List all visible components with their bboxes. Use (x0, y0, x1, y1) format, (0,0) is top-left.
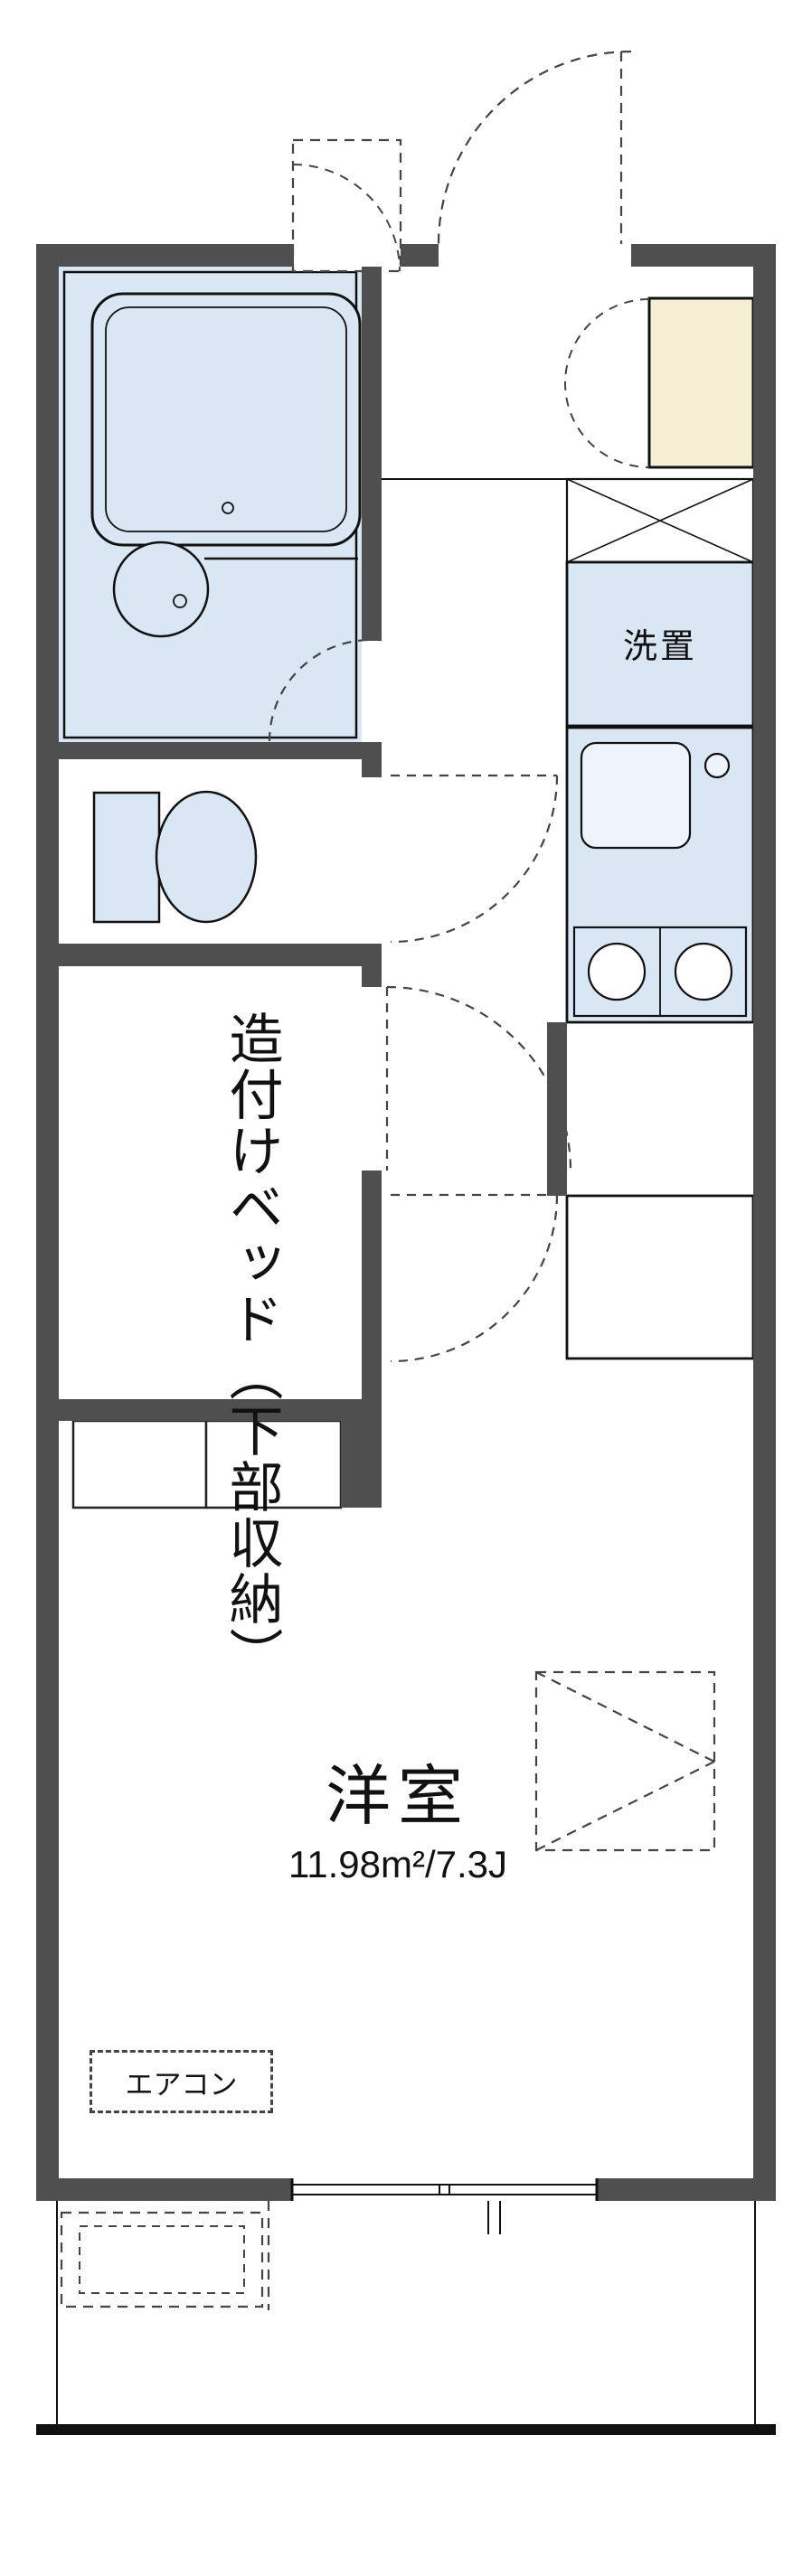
wall-segment-right (753, 244, 776, 2201)
balcony-railing (36, 2424, 776, 2435)
storage-counter (565, 1194, 755, 1360)
wall-partition (362, 1170, 382, 1421)
wall-partition (362, 742, 382, 777)
entrance (291, 50, 755, 480)
wall-segment-top (401, 244, 439, 267)
stove (572, 926, 748, 1018)
wall-partition (362, 944, 382, 987)
tub-drain (222, 502, 234, 514)
burner (587, 942, 647, 1001)
bedroom-door-arc (386, 985, 572, 1171)
interior-doors (385, 774, 572, 1363)
toilet-door-arc (390, 775, 559, 944)
main-room-label: 洋室 (325, 1760, 470, 1833)
evacuation-hatch-inner (79, 2225, 245, 2294)
closet-dashed (534, 1670, 716, 1852)
kitchen-sink (580, 741, 692, 850)
balcony (36, 2201, 776, 2435)
wall-segment-top (631, 244, 776, 267)
wall-segment-left (36, 244, 59, 2201)
wall-partition (362, 267, 382, 641)
wall-partition (59, 742, 362, 759)
evacuation-hatch (60, 2211, 264, 2308)
shoe-cabinet (647, 296, 755, 469)
kitchen-counter (565, 726, 755, 1024)
aircon-label: エアコン (90, 2050, 273, 2113)
wash-basin (112, 541, 210, 638)
main-room-size-label: 11.98m²/7.3J (288, 1843, 507, 1885)
mainroom-door-arc (390, 1194, 559, 1363)
wall-partition (59, 944, 362, 966)
bathroom-door-arc (268, 638, 372, 742)
wall-segment-top (36, 244, 294, 267)
wall-segment-bottom (36, 2178, 292, 2201)
duct-box (565, 477, 755, 564)
wall-partition (341, 1421, 382, 1508)
laundry-space-label: 洗置 (622, 628, 697, 666)
toilet-bowl (155, 790, 258, 924)
basin-drain (173, 594, 187, 608)
wall-partition (59, 1399, 382, 1421)
faucet (703, 752, 731, 779)
bathtub (90, 292, 362, 547)
bed-storage-box (71, 1419, 208, 1509)
wall-segment-bottom (597, 2178, 776, 2201)
toilet-tank (92, 791, 161, 924)
bathroom (59, 267, 372, 743)
window-sliding (290, 2178, 599, 2234)
kitchen-column (565, 477, 755, 1360)
burner (674, 942, 733, 1001)
wall-partition (547, 1022, 567, 1196)
bed-storage (71, 1419, 343, 1509)
washing-machine-space (565, 560, 755, 728)
meter-box (291, 138, 402, 273)
built-in-bed-label: 造付けベッド（下部収納） (222, 1011, 282, 1683)
entrance-door-arc (437, 50, 632, 245)
walls (36, 244, 776, 2201)
shoe-cabinet-door-arc (564, 298, 650, 468)
toilet (92, 790, 258, 924)
meter-box-door-arc (292, 164, 401, 272)
